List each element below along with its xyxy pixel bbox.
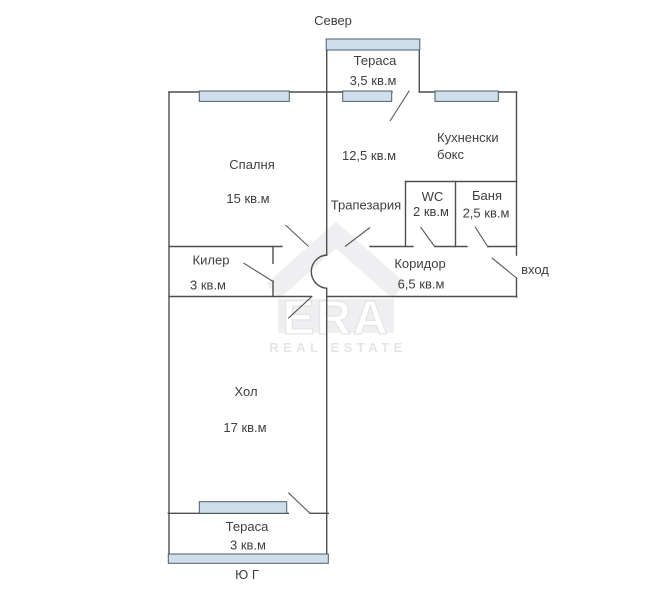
terrace-south-door — [287, 492, 311, 514]
living-area: 17 кв.м — [223, 420, 266, 435]
entrance-door — [491, 257, 517, 279]
doors — [243, 90, 517, 514]
windows — [167, 38, 499, 564]
era-house-base — [278, 299, 394, 333]
terrace-south-rail — [167, 553, 329, 564]
kitchen-name-line2: бокс — [437, 147, 465, 162]
dining-area: 12,5 кв.м — [342, 148, 396, 163]
kitchen-name-line1: Кухненски — [437, 130, 499, 145]
compass-north-label: Север — [314, 13, 352, 28]
wc-area: 2 кв.м — [413, 204, 449, 219]
terrace-south-area: 3 кв.м — [230, 538, 266, 553]
bedroom-name: Спалня — [229, 157, 274, 172]
terrace-south-name: Тераса — [226, 519, 269, 534]
dining-name: Трапезария — [331, 198, 401, 213]
corridor-name: Коридор — [394, 256, 445, 271]
terrace-north-door — [389, 90, 410, 122]
living-window — [198, 501, 288, 514]
bath-door — [474, 226, 489, 248]
wc-name: WC — [422, 189, 444, 204]
bedroom-door — [285, 224, 309, 247]
watermark-brand: ERA — [282, 292, 389, 345]
corridor-area: 6,5 кв.м — [398, 277, 445, 292]
terrace-north-window — [342, 90, 393, 102]
era-watermark: ERA REAL ESTATE — [266, 221, 407, 355]
terrace-north-rail — [325, 38, 421, 51]
bedroom-window — [198, 90, 290, 102]
kitchen-window — [434, 90, 499, 102]
watermark-tagline: REAL ESTATE — [269, 340, 407, 355]
dining-door — [344, 227, 371, 247]
compass-south-label: Ю Г — [235, 567, 259, 582]
era-house-roof — [266, 221, 406, 299]
living-door — [287, 296, 313, 319]
entrance-label: вход — [521, 262, 549, 277]
bedroom-area: 15 кв.м — [226, 191, 269, 206]
living-name: Хол — [234, 384, 257, 399]
center-wall-arc — [310, 254, 328, 290]
labels: Север Тераса 3,5 кв.м Спалня 15 кв.м 12,… — [190, 13, 549, 582]
wc-door — [420, 226, 436, 248]
terrace-north-name: Тераса — [354, 53, 397, 68]
closet-door — [243, 262, 274, 282]
bath-area: 2,5 кв.м — [463, 206, 510, 221]
closet-area: 3 кв.м — [190, 278, 226, 293]
bath-name: Баня — [472, 188, 502, 203]
terrace-north-area: 3,5 кв.м — [350, 73, 397, 88]
closet-name: Килер — [193, 253, 230, 268]
